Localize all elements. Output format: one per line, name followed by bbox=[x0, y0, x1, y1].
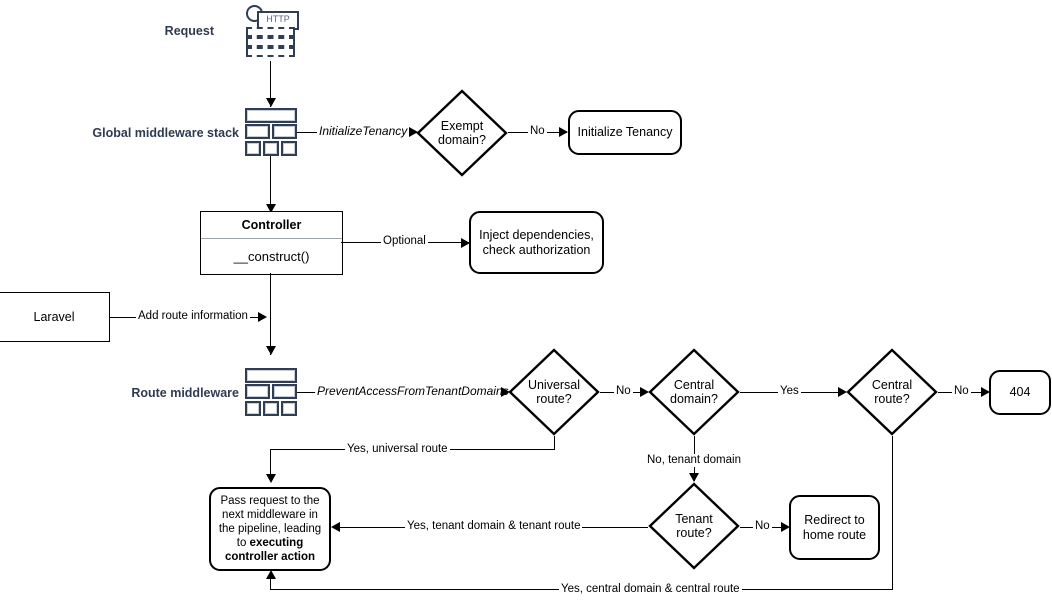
edge-request-to-global bbox=[270, 61, 272, 107]
arrowhead-down bbox=[265, 98, 276, 107]
decision-central-domain: Central domain? bbox=[648, 348, 740, 436]
arrowhead-up bbox=[265, 570, 276, 579]
stack-block bbox=[245, 368, 297, 383]
arrowhead-right bbox=[258, 312, 267, 322]
stack-block bbox=[263, 401, 279, 416]
decision-universal-route: Universal route? bbox=[508, 348, 600, 436]
edge-label-universal-no: No bbox=[614, 385, 633, 398]
label-line-1: Redirect to bbox=[804, 513, 865, 527]
arrowhead-right bbox=[409, 127, 418, 137]
node-initialize-tenancy-label: Initialize Tenancy bbox=[577, 125, 673, 140]
diamond-shape bbox=[416, 89, 508, 177]
arrowhead-right bbox=[640, 387, 649, 397]
request-dashed-row bbox=[246, 27, 295, 37]
diamond-shape bbox=[508, 348, 600, 436]
node-inject-dependencies: Inject dependencies, check authorization bbox=[469, 211, 604, 274]
pass-request-text: Pass request to the next middleware in t… bbox=[218, 495, 322, 549]
arrowhead-right bbox=[781, 522, 790, 532]
node-initialize-tenancy: Initialize Tenancy bbox=[568, 110, 682, 155]
arrowhead-down bbox=[265, 346, 276, 355]
pass-request-emphasis: executing controller action bbox=[224, 537, 316, 563]
arrowhead-left bbox=[331, 522, 340, 532]
diamond-shape bbox=[846, 348, 938, 436]
node-404-label: 404 bbox=[1009, 385, 1031, 400]
stack-block bbox=[272, 384, 297, 399]
stack-block bbox=[281, 141, 297, 156]
diamond-shape bbox=[648, 482, 740, 570]
stack-block bbox=[272, 124, 297, 139]
label-line-2: check authorization bbox=[482, 242, 591, 257]
edge-label-central-route-no: No bbox=[952, 385, 971, 398]
stack-block bbox=[245, 401, 261, 416]
decision-central-route: Central route? bbox=[846, 348, 938, 436]
edge-label-yes-tenant-domain-tenant-route: Yes, tenant domain & tenant route bbox=[405, 520, 583, 533]
label-line-2: home route bbox=[802, 527, 867, 542]
arrowhead-right bbox=[501, 387, 510, 397]
request-dashed-row bbox=[246, 37, 295, 47]
controller-title: Controller bbox=[201, 212, 342, 239]
node-controller: Controller __construct() bbox=[200, 211, 343, 275]
stack-block bbox=[263, 141, 279, 156]
route-middleware-stack-icon bbox=[245, 368, 297, 416]
stack-block bbox=[245, 384, 270, 399]
arrowhead-down bbox=[689, 473, 699, 482]
edge-controller-to-route-middleware bbox=[270, 273, 272, 355]
arrowhead-right bbox=[559, 127, 568, 137]
arrowhead-right bbox=[461, 237, 470, 248]
arrowhead-down bbox=[265, 204, 276, 213]
edge-label-yes-central-domain-central-route: Yes, central domain & central route bbox=[559, 583, 742, 596]
node-laravel: Laravel bbox=[0, 292, 110, 342]
edge-universal-yes-to-pass bbox=[270, 449, 272, 481]
stack-block bbox=[281, 401, 297, 416]
request-dashed-row bbox=[246, 47, 295, 57]
diamond-shape bbox=[648, 348, 740, 436]
arrowhead-right bbox=[838, 387, 847, 397]
edge-label-tenant-route-no: No bbox=[753, 520, 772, 533]
edge-label-add-route-information: Add route information bbox=[136, 310, 250, 323]
global-middleware-stack-icon bbox=[245, 108, 297, 156]
edge-label-optional: Optional bbox=[381, 235, 428, 248]
stage-label-route-middleware: Route middleware bbox=[131, 386, 239, 400]
edge-central-route-yes-down bbox=[891, 436, 893, 590]
controller-method: __construct() bbox=[233, 248, 310, 264]
edge-global-to-controller bbox=[270, 156, 272, 212]
edge-label-initialize-tenancy-middleware: InitializeTenancy bbox=[317, 124, 410, 138]
edge-label-no-tenant-domain: No, tenant domain bbox=[645, 454, 743, 467]
node-laravel-label: Laravel bbox=[33, 309, 75, 324]
node-404: 404 bbox=[989, 370, 1051, 415]
edge-label-prevent-access: PreventAccessFromTenantDomains bbox=[315, 384, 511, 398]
arrowhead-right bbox=[981, 387, 990, 397]
http-request-icon: HTTP bbox=[246, 5, 299, 61]
label-line-1: Inject dependencies, bbox=[479, 228, 594, 242]
arrowhead-down bbox=[265, 474, 276, 483]
stack-block bbox=[245, 108, 297, 123]
stage-label-request: Request bbox=[164, 24, 214, 38]
decision-exempt-domain: Exempt domain? bbox=[416, 89, 508, 177]
edge-universal-yes-down bbox=[553, 436, 555, 450]
edge-label-exempt-no: No bbox=[528, 125, 547, 138]
edge-label-central-domain-yes: Yes bbox=[778, 385, 801, 398]
stack-block bbox=[245, 124, 270, 139]
edge-label-yes-universal-route: Yes, universal route bbox=[345, 443, 450, 456]
node-pass-request: Pass request to the next middleware in t… bbox=[209, 487, 331, 571]
stack-block bbox=[245, 141, 261, 156]
decision-tenant-route: Tenant route? bbox=[648, 482, 740, 570]
stage-label-global-middleware: Global middleware stack bbox=[92, 126, 239, 140]
edge-central-route-yes-up bbox=[270, 578, 272, 590]
node-redirect-home-route: Redirect to home route bbox=[789, 495, 880, 560]
